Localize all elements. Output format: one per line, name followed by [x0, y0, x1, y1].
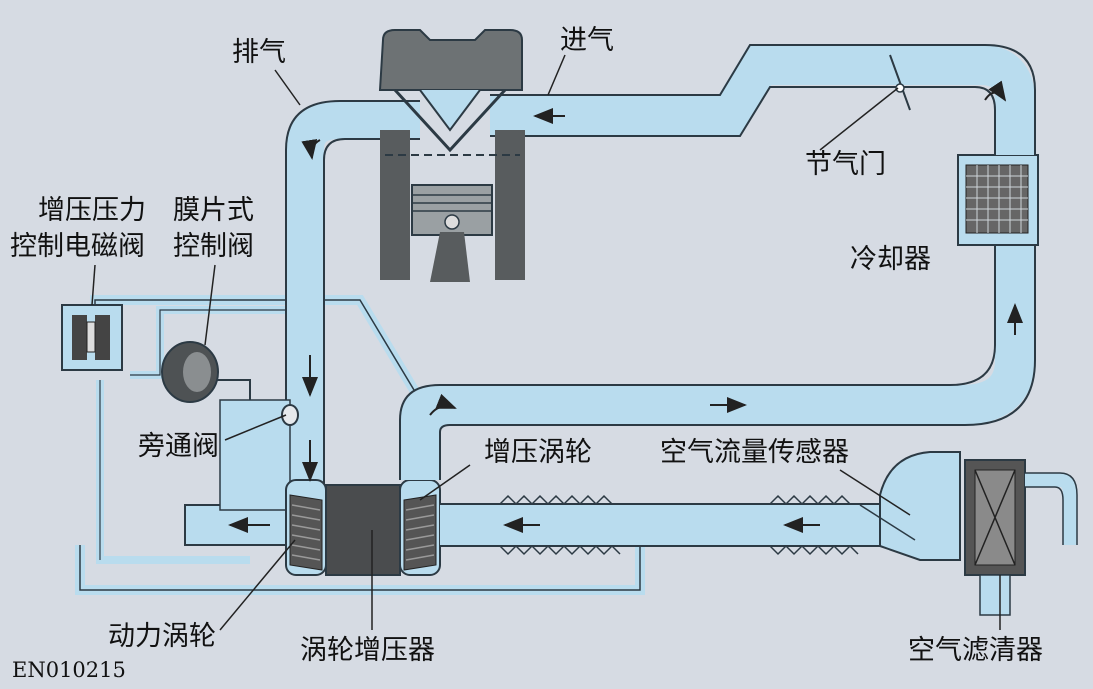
label-turbine-wheel: 动力涡轮	[108, 621, 216, 652]
turbine-wheel	[289, 494, 323, 571]
label-compressor-wheel: 增压涡轮	[484, 437, 592, 468]
figure-code: EN010215	[12, 658, 126, 682]
label-boost-solenoid-2: 控制电磁阀	[10, 231, 145, 262]
airflow-sensor-funnel	[879, 451, 961, 561]
cylinder-wall-left	[380, 130, 410, 280]
bypass-valve	[281, 404, 299, 426]
intake-pipe	[490, 45, 1035, 155]
label-diaphragm-1: 膜片式	[173, 195, 254, 226]
label-airflow-sensor: 空气流量传感器	[660, 437, 849, 468]
label-air-filter: 空气滤清器	[908, 635, 1043, 666]
label-exhaust: 排气	[232, 37, 286, 68]
cylinder-head	[378, 29, 523, 91]
label-diaphragm-2: 控制阀	[173, 231, 254, 262]
connecting-rod	[430, 232, 470, 282]
label-throttle: 节气门	[805, 149, 886, 180]
turbocharger-center	[325, 484, 401, 576]
flow-arrows	[228, 80, 1023, 533]
throttle-plate	[889, 54, 911, 111]
label-turbocharger: 涡轮增压器	[300, 635, 435, 666]
label-intake: 进气	[560, 25, 614, 56]
label-intercooler: 冷却器	[850, 244, 931, 275]
boost-pipe	[400, 245, 1035, 480]
air-filter-stand	[979, 574, 1011, 616]
label-bypass-valve: 旁通阀	[138, 431, 219, 462]
bellows-right	[769, 494, 859, 556]
leader-lines	[91, 54, 1001, 631]
cylinder-wall-right	[495, 130, 525, 280]
bypass-chamber	[219, 399, 291, 511]
label-boost-solenoid-1: 增压压力	[38, 195, 146, 226]
bellows-left	[499, 494, 621, 556]
air-filter-inlet	[1025, 473, 1077, 545]
